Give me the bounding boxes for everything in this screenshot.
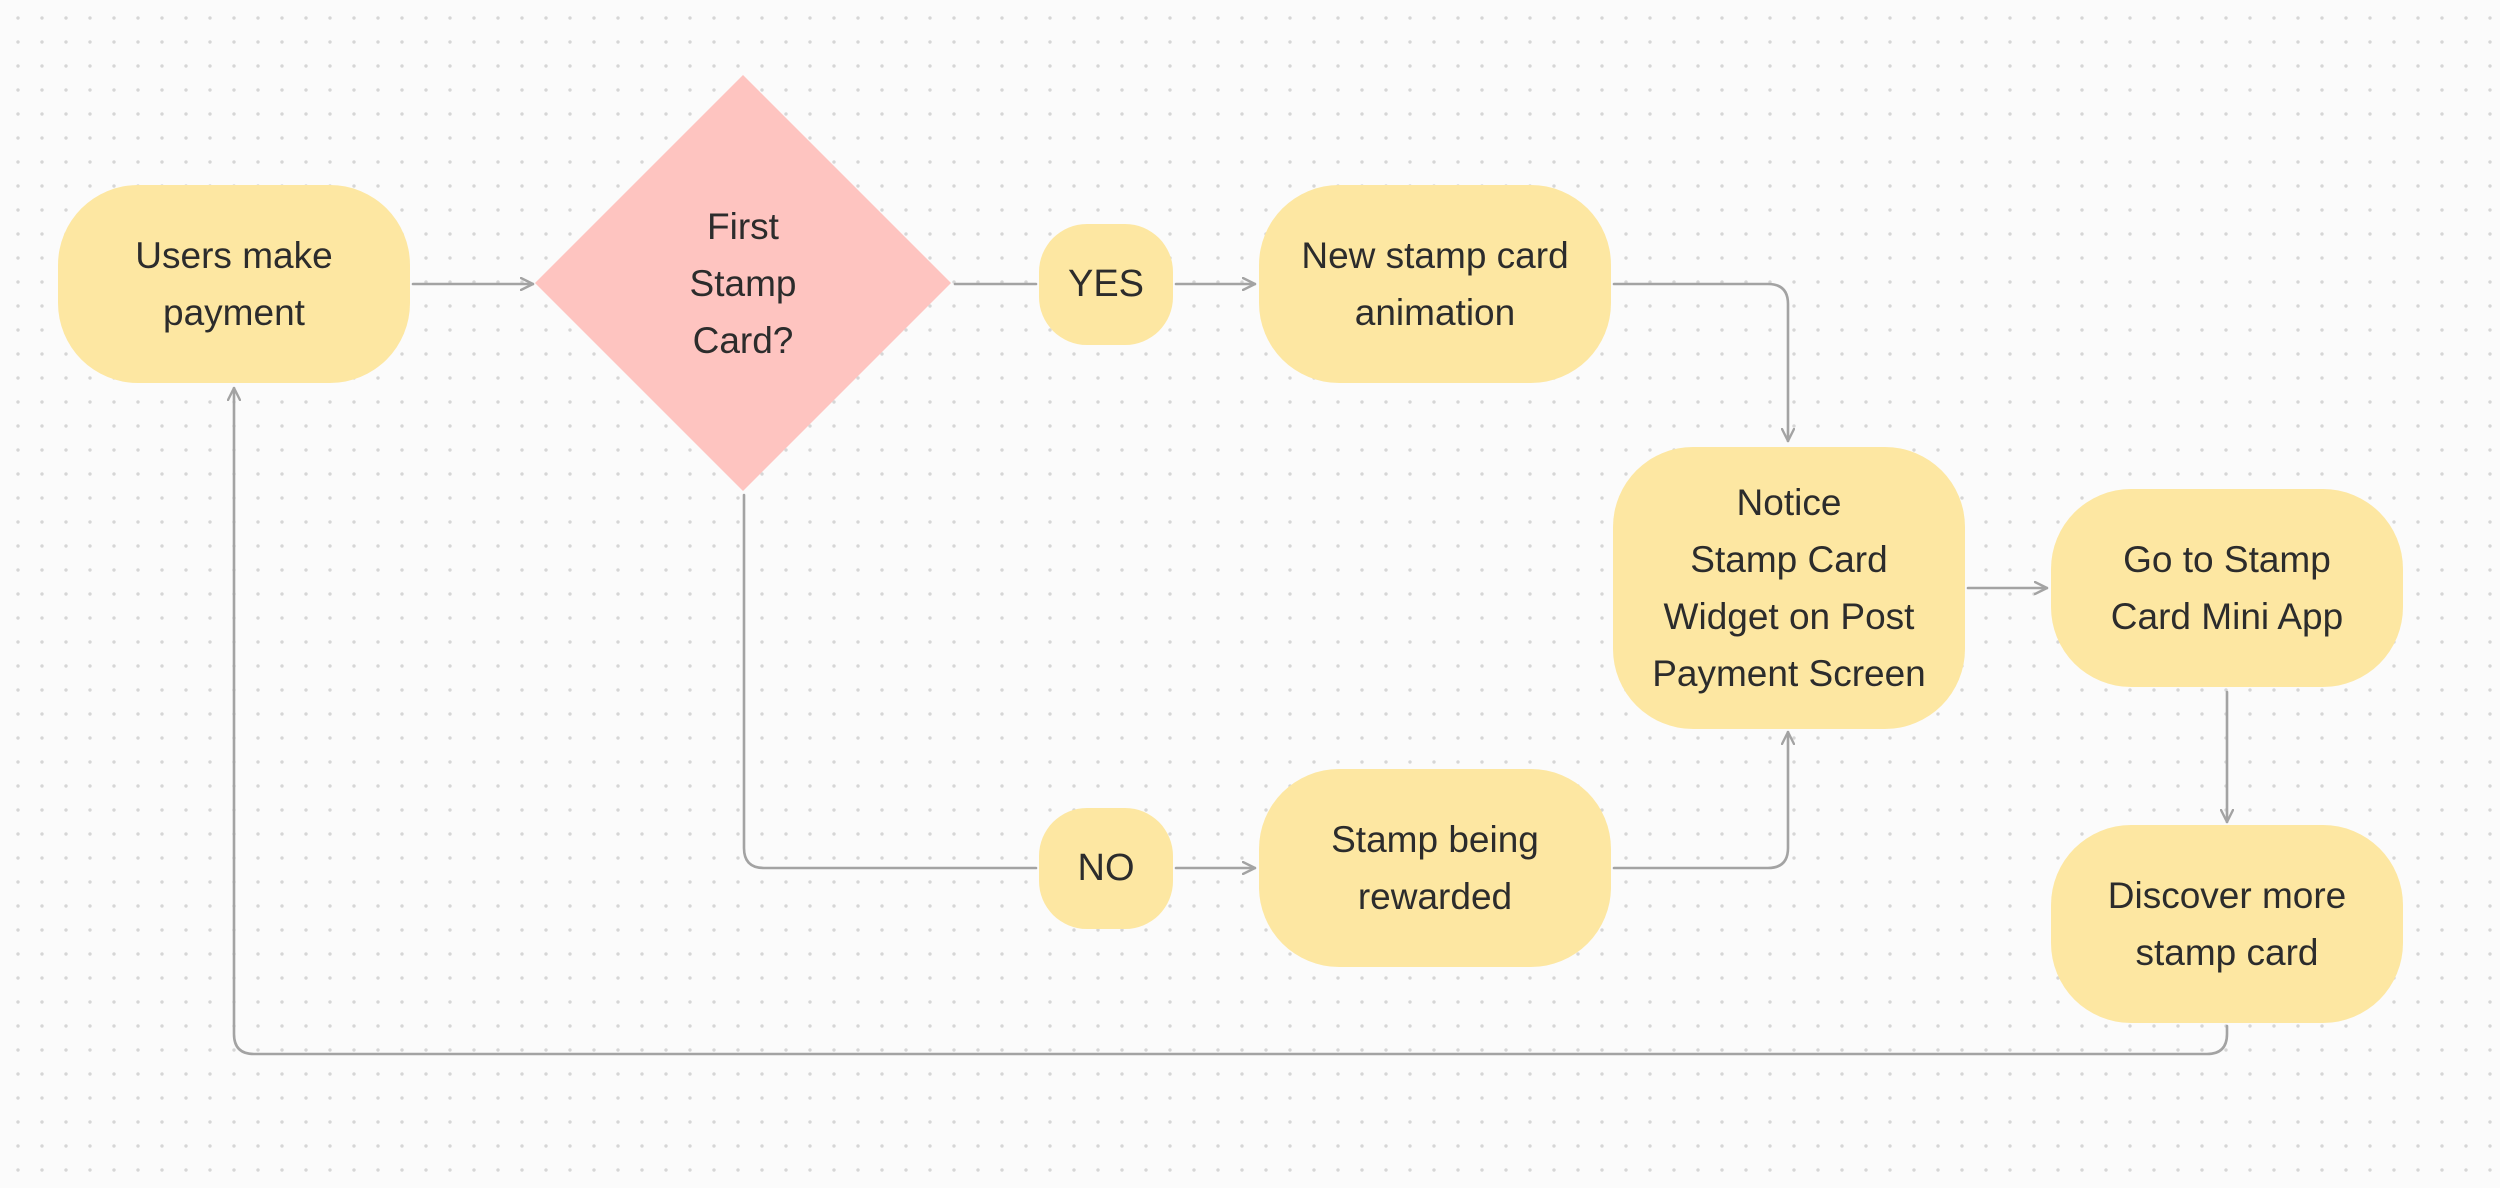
stamp-being-rewarded-label: Stamp being rewarded: [1331, 819, 1539, 917]
notice-stamp-card-widget-label: Notice Stamp Card Widget on Post Payment…: [1652, 482, 1926, 694]
arrow-rewarded-to-notice: [1612, 730, 1788, 870]
users-make-payment-node: Users make payment: [58, 185, 410, 383]
go-to-stamp-card-mini-app-label: Go to Stamp Card Mini App: [2110, 539, 2344, 637]
go-to-stamp-card-mini-app-node: Go to Stamp Card Mini App: [2051, 489, 2403, 687]
new-stamp-card-animation-label: New stamp card animation: [1301, 235, 1569, 333]
first-stamp-card-label: First Stamp Card?: [689, 205, 797, 361]
yes-label-node: YES: [1039, 224, 1173, 345]
arrow-discover-back-to-payment: [234, 386, 2229, 1056]
notice-stamp-card-widget-node: Notice Stamp Card Widget on Post Payment…: [1613, 447, 1965, 729]
stamp-being-rewarded-node: Stamp being rewarded: [1259, 769, 1611, 967]
discover-more-stamp-card-node: Discover more stamp card: [2051, 825, 2403, 1023]
no-label-node: NO: [1039, 808, 1173, 929]
arrow-animation-to-notice: [1612, 282, 1788, 443]
discover-more-stamp-card-label: Discover more stamp card: [2107, 875, 2347, 973]
new-stamp-card-animation-node: New stamp card animation: [1259, 185, 1611, 383]
connector-decision-to-no: [742, 493, 1038, 870]
users-make-payment-label: Users make payment: [135, 235, 333, 333]
no-label: NO: [1077, 847, 1135, 889]
yes-label: YES: [1067, 263, 1145, 305]
